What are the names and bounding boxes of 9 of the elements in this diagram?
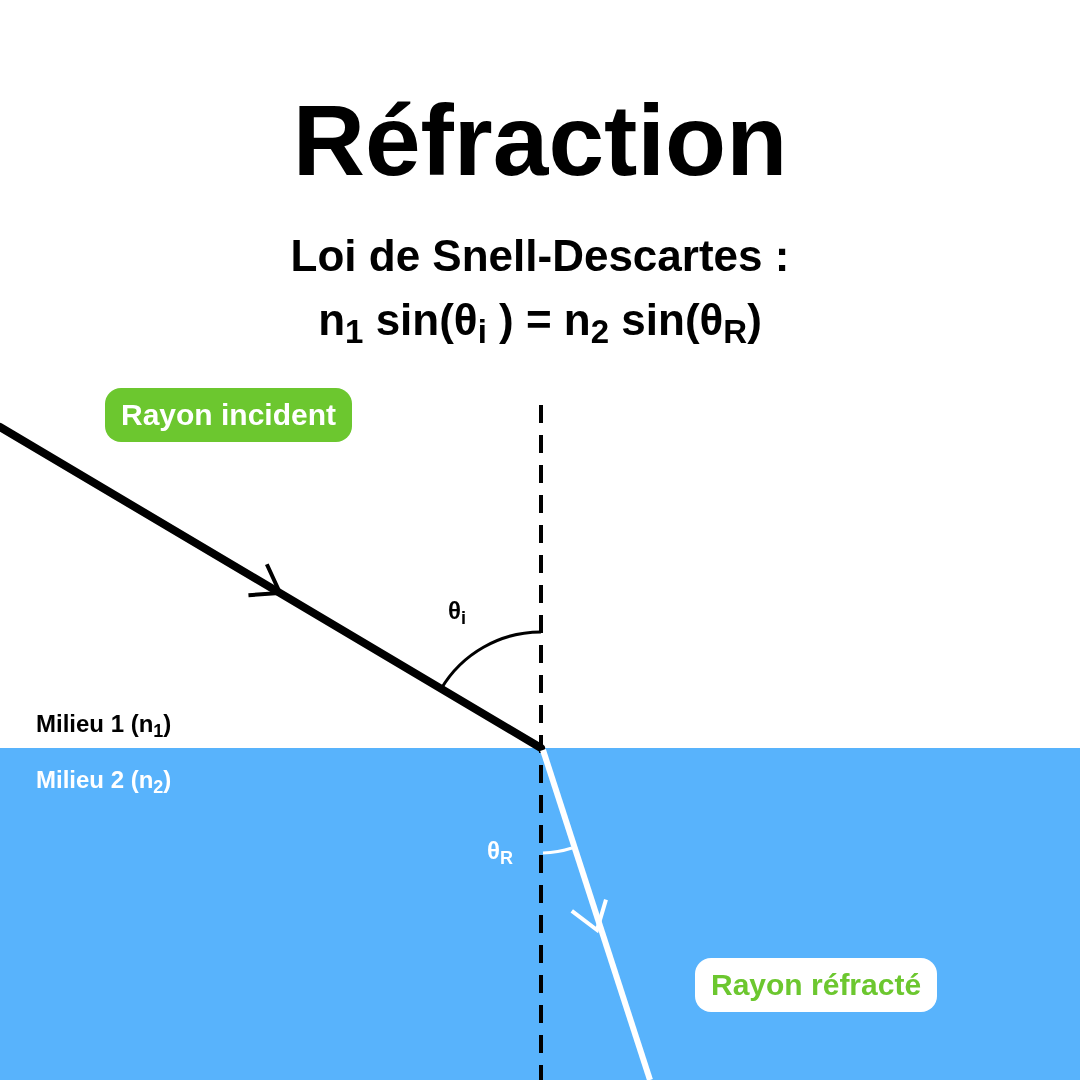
title: Réfraction bbox=[291, 83, 789, 198]
medium-label: Milieu 2 (n$_{2}$) bbox=[36, 765, 172, 795]
label-pill: Rayon incident bbox=[105, 388, 353, 442]
medium-label: Milieu 1 (n$_{1}$) bbox=[36, 709, 172, 739]
angle-label: θ$_{i}$ bbox=[448, 596, 466, 626]
formula: n$_{1}$ sin(θ$_{i}$ ) = n$_{2}$ sin(θ$_{R}$) bbox=[317, 294, 763, 347]
subtitle: Loi de Snell-Descartes : bbox=[289, 230, 791, 282]
label-pill: Rayon réfracté bbox=[695, 958, 938, 1012]
angle-label: θ$_{R}$ bbox=[487, 836, 513, 866]
